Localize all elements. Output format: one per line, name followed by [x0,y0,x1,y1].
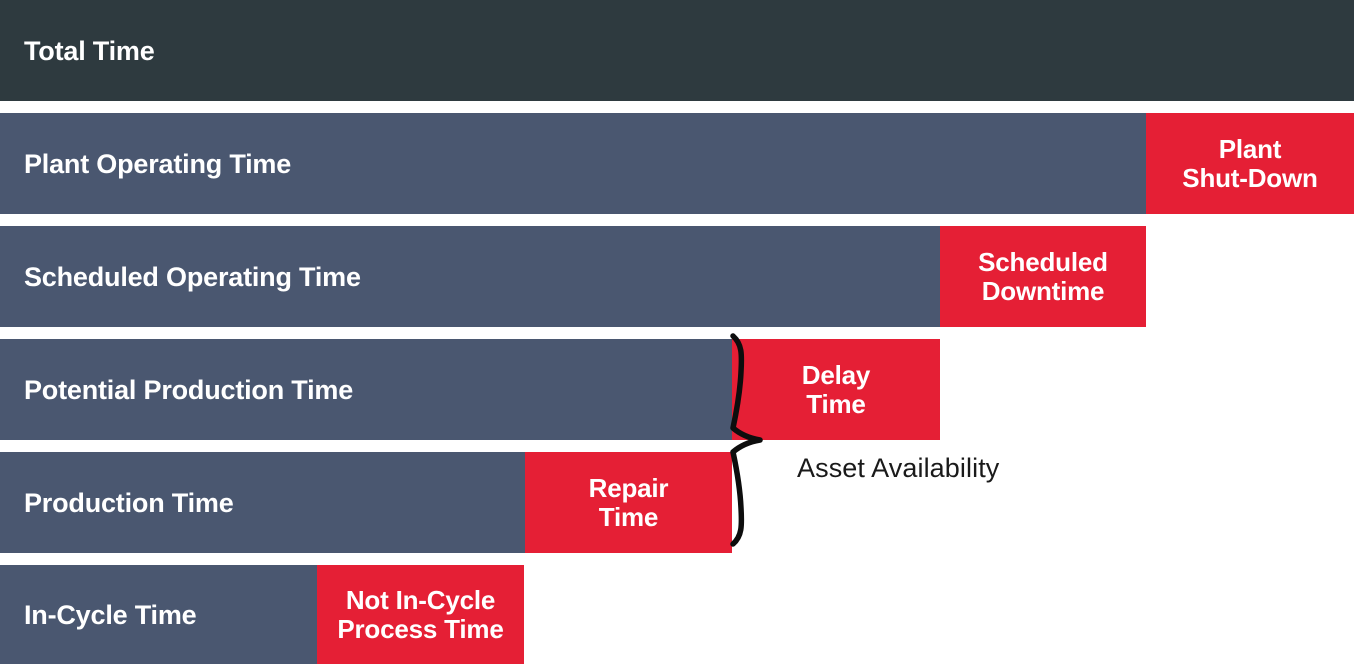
in-cycle-time-bar: In-Cycle Time [0,565,317,664]
potential-production-time-bar: Potential Production Time [0,339,732,440]
asset-availability-annotation-label: Asset Availability [797,453,1000,483]
total-time-bar: Total Time [0,0,1354,101]
production-time-bar: Production Time [0,452,525,553]
plant-operating-time-bar: Plant Operating Time [0,113,1146,214]
production-time-label: Production Time [24,487,234,518]
scheduled-operating-time-bar: Scheduled Operating Time [0,226,940,327]
in-cycle-time-label: In-Cycle Time [24,599,197,630]
total-time-label: Total Time [24,35,155,66]
potential-production-time-label: Potential Production Time [24,374,354,405]
plant-operating-time-label: Plant Operating Time [24,148,292,179]
scheduled-operating-time-label: Scheduled Operating Time [24,261,361,292]
